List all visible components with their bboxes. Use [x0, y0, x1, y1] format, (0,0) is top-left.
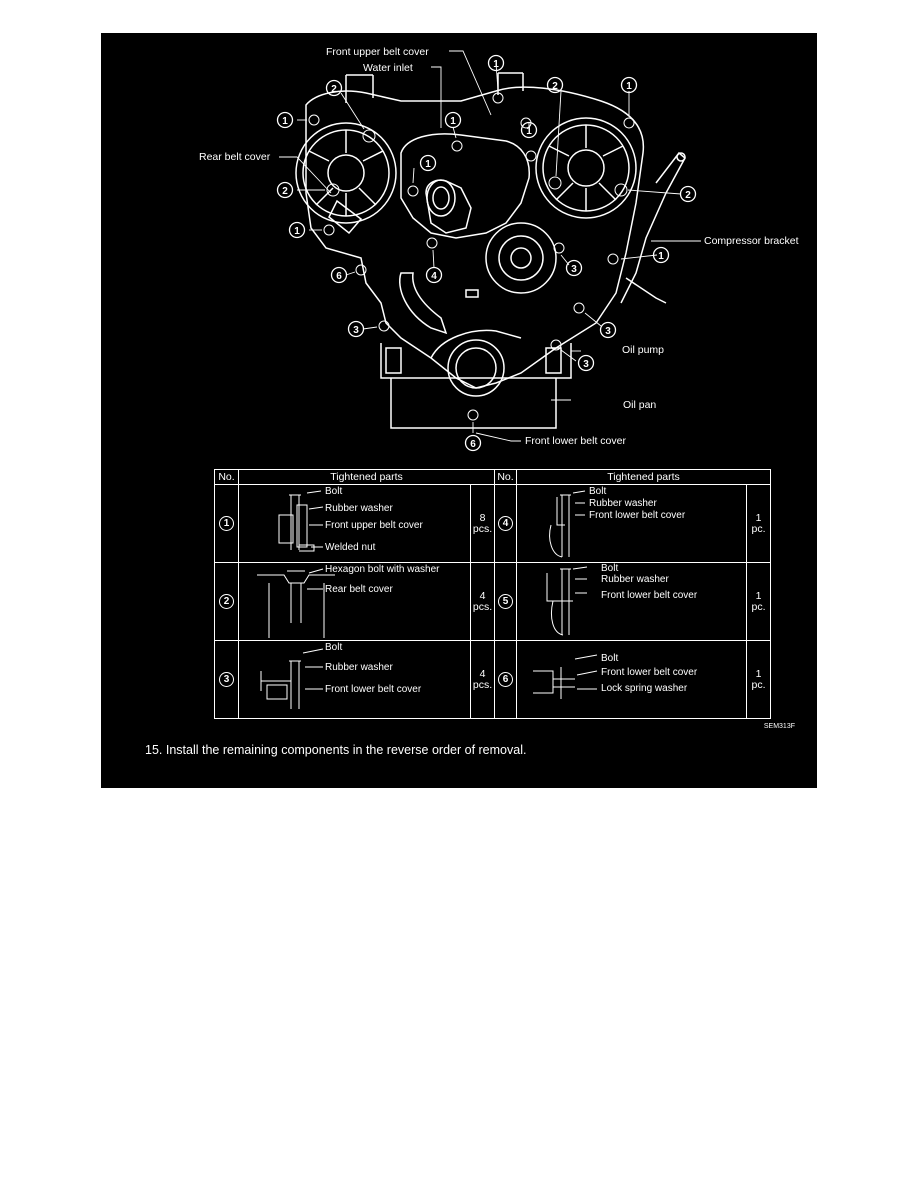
bolt-marker-2: 2 [685, 190, 691, 201]
part-label: Front lower belt cover [601, 667, 698, 678]
table-header-row: No. Tightened parts No. Tightened parts [214, 469, 772, 485]
bolt-marker-1: 1 [425, 159, 431, 170]
bolt-marker-6: 6 [336, 271, 342, 282]
quantity-unit: pcs. [472, 678, 493, 691]
figure-panel: 1 1 1 1 1 1 1 1 2 2 2 2 3 3 3 3 4 6 6 Fr… [101, 33, 817, 788]
table-row: 2 Hexagon bolt with washer Rear belt cov… [214, 562, 772, 641]
part-label: Rear belt cover [325, 584, 393, 595]
part-label: Lock spring washer [601, 683, 688, 694]
instruction-step: 15. Install the remaining components in … [145, 743, 527, 757]
row-number: 6 [498, 672, 514, 687]
label-oil-pan: Oil pan [623, 399, 657, 411]
bolt-marker-3: 3 [605, 326, 611, 337]
bolt-marker-1: 1 [282, 116, 288, 127]
bolt-marker-1: 1 [626, 81, 632, 92]
row-number: 3 [219, 672, 234, 687]
quantity: 1 [755, 589, 762, 602]
bolt-marker-3: 3 [583, 359, 589, 370]
table-row: 1 Bolt Rubber washer Front upper belt co… [214, 484, 772, 563]
quantity: 4 [479, 667, 486, 680]
part-label: Bolt [601, 653, 619, 664]
bolt-marker-2: 2 [282, 186, 288, 197]
part-label: Hexagon bolt with washer [325, 564, 440, 575]
label-oil-pump: Oil pump [622, 344, 665, 356]
part-label: Bolt [325, 642, 343, 653]
header-tightened-parts: Tightened parts [237, 469, 496, 485]
row-number: 1 [219, 516, 234, 531]
part-label: Front lower belt cover [589, 510, 686, 521]
part-label: Bolt [601, 563, 619, 574]
part-label: Rubber washer [325, 503, 393, 514]
quantity: 1 [755, 511, 762, 524]
label-compressor-bracket: Compressor bracket [704, 235, 799, 247]
part-label: Rubber washer [589, 498, 657, 509]
quantity-unit: pcs. [472, 600, 493, 613]
quantity: 4 [479, 589, 486, 602]
header-no: No. [214, 469, 239, 485]
table-row: 3 Bolt Rubber washer Front lower belt co… [214, 640, 772, 719]
part-label: Rubber washer [325, 662, 393, 673]
part-label: Bolt [589, 486, 607, 497]
quantity: 8 [479, 511, 486, 524]
row-number: 4 [498, 516, 514, 531]
row-number: 5 [498, 594, 514, 609]
row-number: 2 [219, 594, 234, 609]
bolt-marker-1: 1 [658, 251, 664, 262]
bolt-marker-1: 1 [294, 226, 300, 237]
quantity-unit: pc. [751, 522, 766, 535]
bolt-marker-3: 3 [353, 325, 359, 336]
part-label: Front lower belt cover [325, 684, 422, 695]
fastener-figure-2: Hexagon bolt with washer Rear belt cover [238, 562, 471, 641]
bolt-marker-2: 2 [552, 81, 558, 92]
label-water-inlet: Water inlet [363, 62, 413, 74]
bolt-marker-1: 1 [526, 126, 532, 137]
fastener-figure-5: Bolt Rubber washer Front lower belt cove… [516, 562, 748, 641]
fastener-figure-6: Bolt Front lower belt cover Lock spring … [516, 640, 748, 719]
bolt-marker-1: 1 [493, 59, 499, 70]
part-label: Bolt [325, 486, 343, 497]
quantity-unit: pc. [751, 600, 766, 613]
fastener-figure-4: Bolt Rubber washer Front lower belt cove… [516, 484, 748, 563]
bolt-marker-3: 3 [571, 264, 577, 275]
quantity: 1 [755, 667, 762, 680]
tightened-parts-table: No. Tightened parts No. Tightened parts … [214, 469, 772, 719]
fastener-figure-3: Bolt Rubber washer Front lower belt cove… [238, 640, 471, 719]
part-label: Welded nut [325, 542, 376, 553]
part-label: Front upper belt cover [325, 520, 423, 531]
bolt-marker-1: 1 [450, 116, 456, 127]
figure-reference-code: SEM313F [763, 723, 795, 730]
bolt-marker-4: 4 [431, 271, 437, 282]
bolt-marker-2: 2 [331, 84, 337, 95]
engine-front-diagram: 1 1 1 1 1 1 1 1 2 2 2 2 3 3 3 3 4 6 6 [276, 50, 701, 452]
bolt-marker-6: 6 [470, 439, 476, 450]
quantity-unit: pcs. [472, 522, 493, 535]
header-tightened-parts: Tightened parts [516, 469, 772, 485]
quantity-unit: pc. [751, 678, 766, 691]
label-front-upper-belt-cover: Front upper belt cover [326, 46, 429, 58]
label-front-lower-belt-cover: Front lower belt cover [525, 435, 626, 447]
fastener-figure-1: Bolt Rubber washer Front upper belt cove… [238, 484, 471, 563]
part-label: Rubber washer [601, 574, 669, 585]
part-label: Front lower belt cover [601, 590, 698, 601]
header-no: No. [494, 469, 518, 485]
label-rear-belt-cover: Rear belt cover [199, 151, 271, 163]
